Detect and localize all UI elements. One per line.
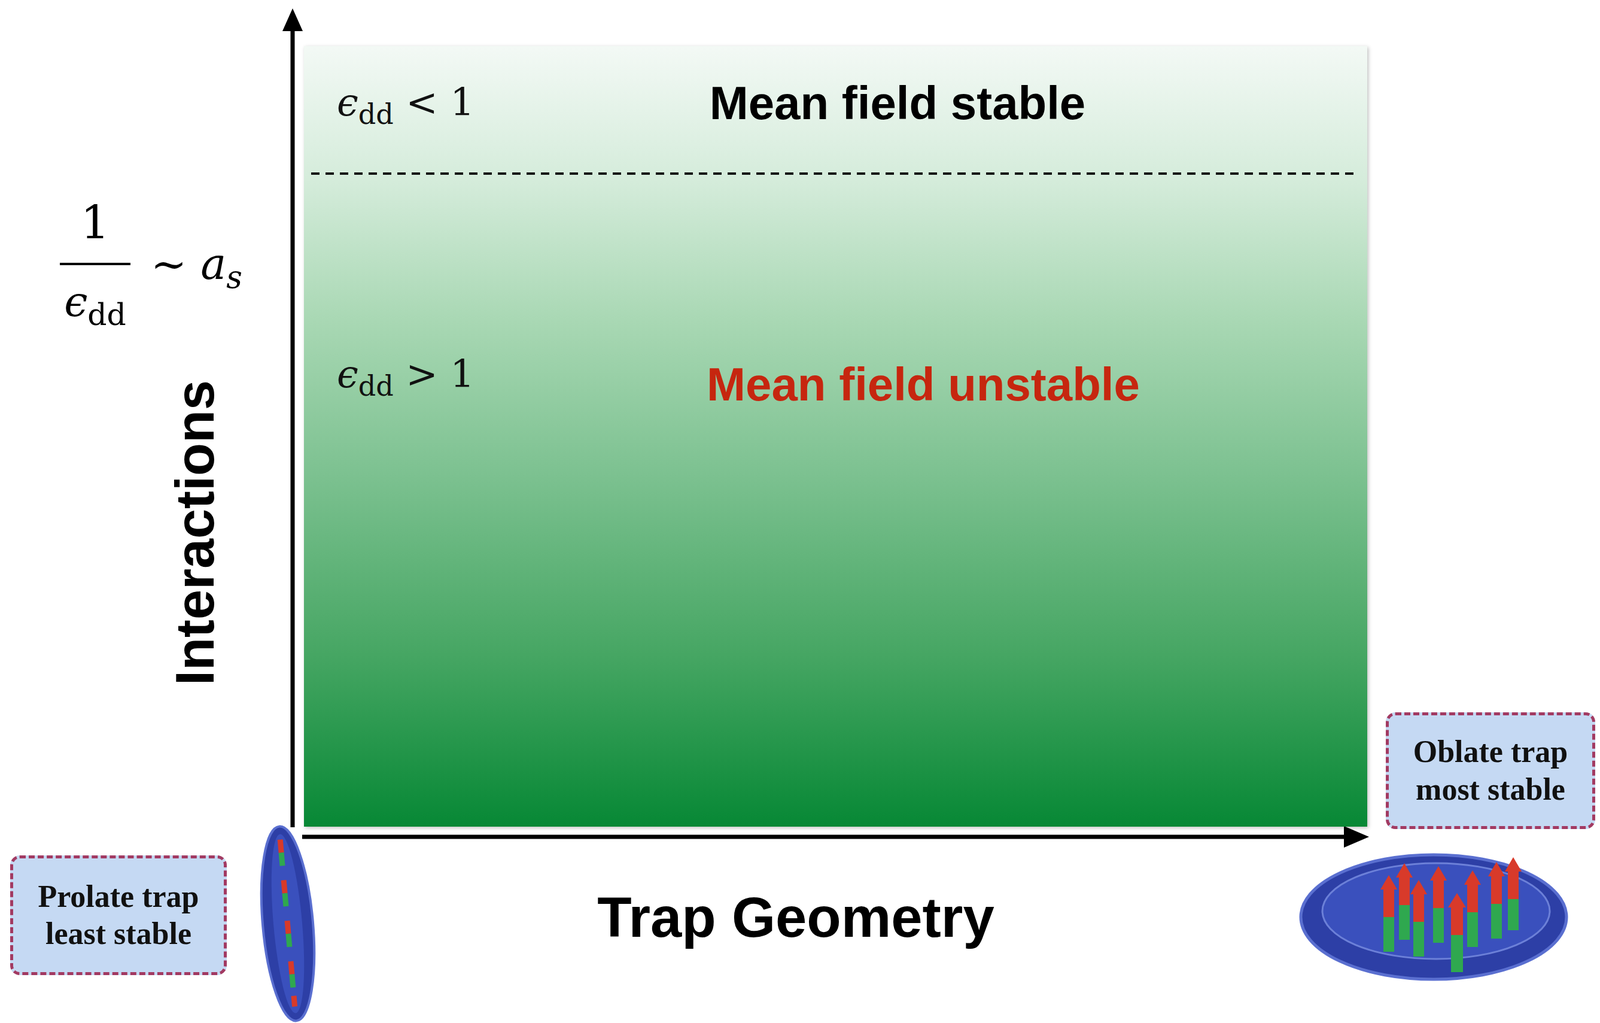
fraction-numerator: 1 bbox=[80, 197, 110, 248]
trap-plane bbox=[1322, 862, 1550, 959]
callout-text: Prolate trap least stable bbox=[23, 877, 214, 953]
y-axis bbox=[290, 27, 295, 827]
arrow-head bbox=[282, 8, 303, 32]
arrow-head bbox=[1343, 825, 1370, 848]
region-divider-layer bbox=[303, 46, 1368, 827]
dipoles bbox=[277, 838, 298, 1007]
callout-box: Oblate trap most stable bbox=[1385, 712, 1596, 829]
axis-title: Interactions bbox=[165, 379, 225, 686]
oblate-trap bbox=[1300, 854, 1567, 979]
condition-label: ϵdd < 1 bbox=[336, 81, 475, 130]
prolate-trap bbox=[254, 823, 322, 1023]
region-panel: ϵdd < 1 Mean field stable ϵdd > 1 Mean fiel… bbox=[303, 46, 1368, 827]
fraction-bar bbox=[59, 262, 131, 266]
callout-text: Oblate trap most stable bbox=[1399, 732, 1582, 808]
region-title: Mean field unstable bbox=[706, 359, 1140, 411]
axis-relation: ∼ as bbox=[150, 240, 243, 295]
fraction-denominator: ϵdd bbox=[64, 278, 127, 332]
dipoles bbox=[1380, 856, 1522, 972]
trap-ellipse bbox=[1300, 854, 1567, 979]
trap-ellipse bbox=[254, 823, 322, 1023]
x-axis bbox=[302, 834, 1346, 839]
callout-box: Prolate trap least stable bbox=[10, 855, 227, 975]
region-title: Mean field stable bbox=[709, 77, 1087, 130]
axis-title: Trap Geometry bbox=[597, 886, 994, 948]
condition-label: ϵdd > 1 bbox=[336, 353, 475, 401]
trap-plane bbox=[265, 832, 310, 1014]
threshold-line bbox=[311, 172, 1356, 175]
